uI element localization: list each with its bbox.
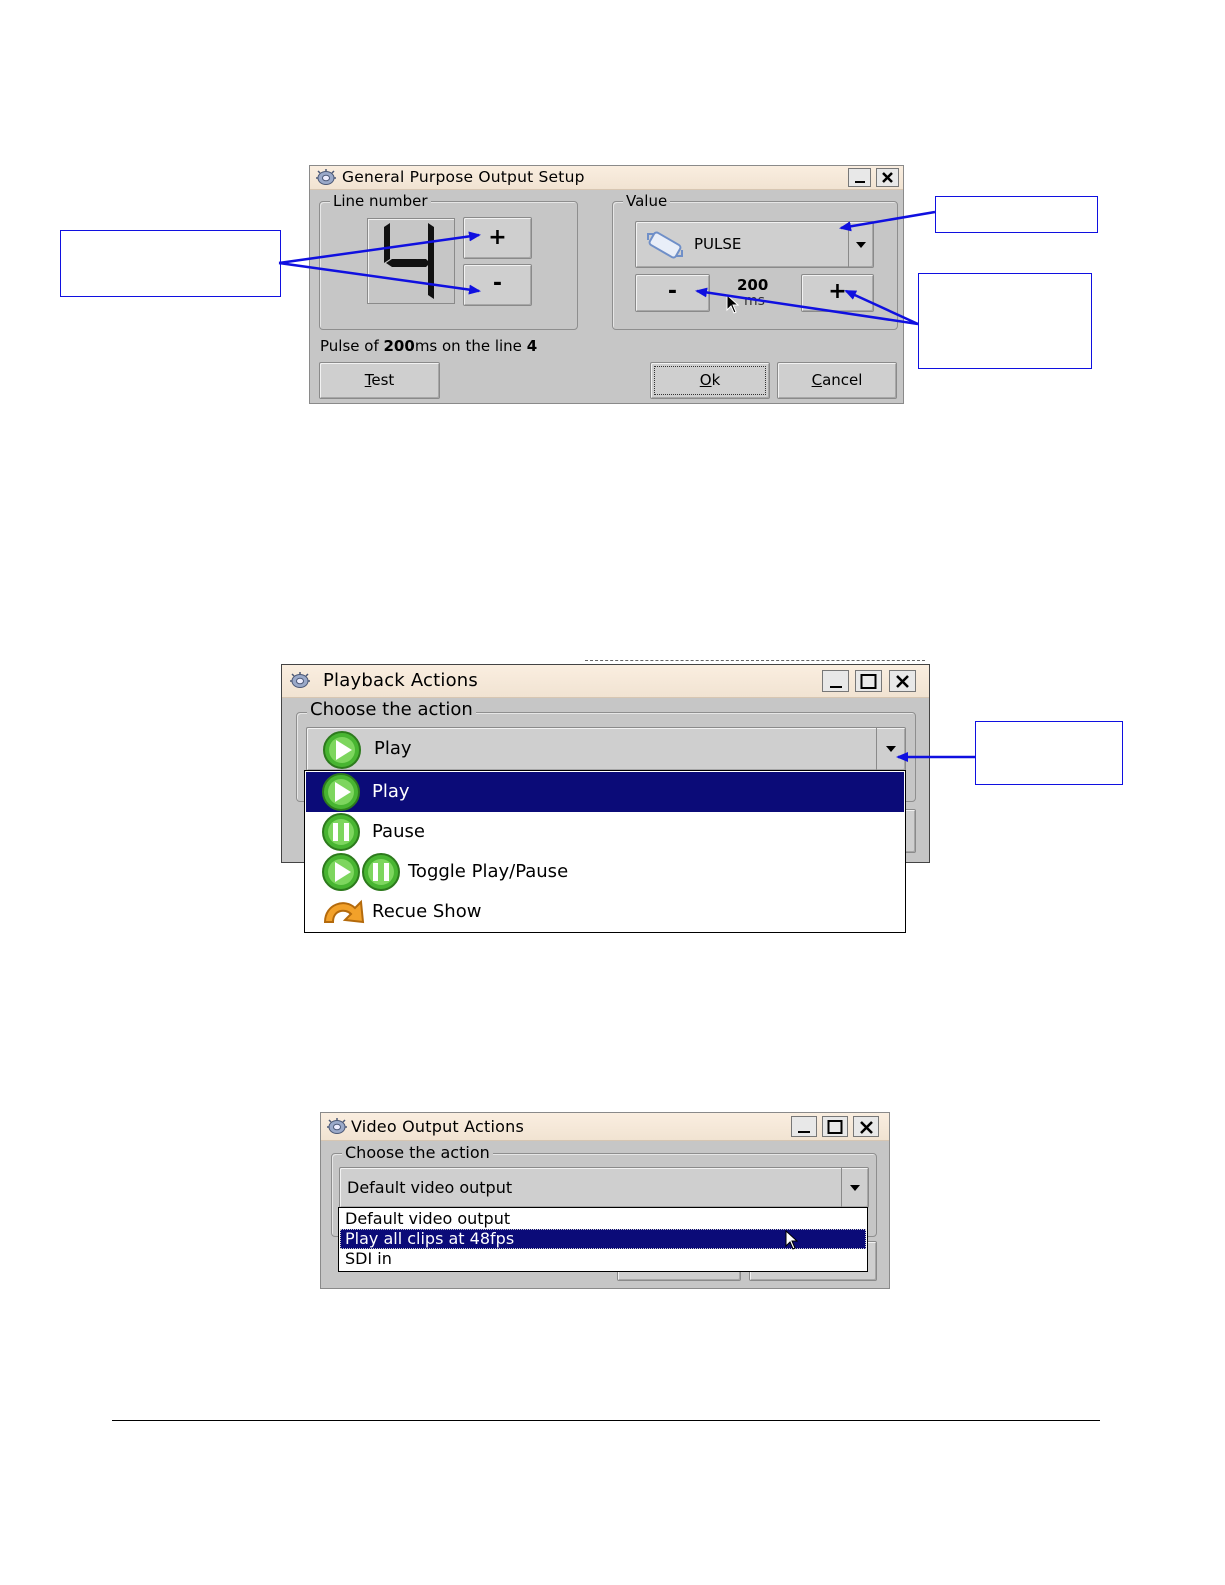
list-item-default-video-output[interactable]: Default video output: [340, 1209, 866, 1229]
minimize-button[interactable]: [848, 168, 871, 187]
list-item-pause[interactable]: Pause: [306, 812, 904, 852]
annotation-box-line-buttons: [60, 230, 281, 297]
minimize-button[interactable]: [822, 670, 849, 692]
mouse-pointer-icon: [726, 294, 740, 314]
minimize-icon: [829, 686, 842, 688]
toggle-play-pause-icon: [322, 853, 400, 891]
close-icon: [882, 172, 893, 183]
playback-action-combo[interactable]: Play: [306, 727, 906, 771]
close-button[interactable]: [853, 1116, 879, 1137]
value-amount: 200: [737, 276, 769, 294]
playback-title: Playback Actions: [323, 670, 478, 691]
annotation-box-playback-arrow: [975, 721, 1123, 785]
close-icon: [896, 675, 909, 688]
list-item-toggle-play-pause[interactable]: Toggle Play/Pause: [306, 852, 904, 892]
video-action-combo[interactable]: Default video output: [339, 1167, 869, 1208]
list-item-label: Play all clips at 48fps: [345, 1229, 515, 1248]
footer-rule: [112, 1420, 1100, 1421]
gpo-title: General Purpose Output Setup: [342, 168, 585, 186]
mouse-pointer-icon: [785, 1230, 799, 1250]
cancel-button[interactable]: Cancel: [777, 362, 897, 399]
minimize-icon: [854, 181, 865, 183]
value-combo[interactable]: PULSE: [635, 221, 874, 268]
video-title: Video Output Actions: [351, 1117, 525, 1136]
playback-combo-text: Play: [374, 738, 412, 759]
play-icon: [323, 731, 361, 769]
app-gear-icon: [327, 1118, 347, 1134]
close-button[interactable]: [876, 168, 899, 187]
list-item-label: Recue Show: [372, 901, 482, 922]
list-item-label: Play: [372, 781, 410, 802]
recue-icon: [323, 899, 365, 924]
minimize-icon: [798, 1131, 810, 1133]
value-group: Value PULSE - 200 ms +: [612, 192, 898, 330]
list-item-label: SDI in: [345, 1249, 392, 1268]
video-group-legend: Choose the action: [342, 1144, 493, 1162]
focus-ring: [654, 366, 766, 395]
minimize-button[interactable]: [791, 1116, 817, 1137]
maximize-button[interactable]: [855, 670, 882, 692]
chevron-down-icon: [886, 746, 896, 752]
ok-button[interactable]: Ok: [650, 362, 770, 399]
app-gear-icon: [290, 672, 310, 688]
video-action-list: Default video output Play all clips at 4…: [338, 1207, 868, 1272]
playback-group-legend: Choose the action: [307, 701, 476, 719]
annotation-box-value-buttons: [918, 273, 1092, 369]
line-number-legend: Line number: [330, 192, 431, 210]
chevron-down-icon: [856, 241, 866, 248]
value-combo-text: PULSE: [694, 235, 742, 253]
maximize-icon: [827, 1120, 843, 1134]
value-combo-arrow[interactable]: [848, 222, 873, 267]
close-button[interactable]: [889, 670, 916, 692]
arrow-to-value-plus: [844, 289, 919, 326]
value-legend: Value: [623, 192, 671, 210]
list-item-play-all-clips-48fps[interactable]: Play all clips at 48fps: [340, 1229, 866, 1250]
line-number-group: Line number + -: [319, 192, 578, 330]
maximize-button[interactable]: [822, 1116, 848, 1137]
value-unit: ms: [744, 293, 765, 309]
arrow-to-line-minus: [278, 261, 481, 295]
chevron-down-icon: [850, 1184, 860, 1191]
background-window-edge: [585, 660, 925, 665]
pulse-icon: [647, 231, 683, 259]
arrow-to-line-plus: [278, 231, 481, 265]
list-item-label: Default video output: [345, 1209, 511, 1228]
arrow-to-value-combo: [839, 210, 936, 232]
list-item-recue-show[interactable]: Recue Show: [306, 892, 904, 932]
list-item-play[interactable]: Play: [306, 772, 904, 812]
gpo-titlebar[interactable]: General Purpose Output Setup: [310, 166, 903, 190]
playback-action-list: Play Pause Toggle Play/Pause Recue Show: [304, 770, 906, 933]
video-combo-text: Default video output: [347, 1178, 513, 1197]
play-icon: [322, 773, 360, 811]
playback-combo-arrow[interactable]: [876, 728, 905, 770]
pause-icon: [322, 813, 360, 851]
test-button[interactable]: Test: [319, 362, 440, 399]
close-icon: [859, 1121, 873, 1134]
annotation-box-value-combo: [935, 196, 1098, 233]
maximize-icon: [860, 674, 877, 689]
video-combo-arrow[interactable]: [841, 1168, 868, 1207]
gpo-dialog: General Purpose Output Setup Line number…: [309, 165, 904, 404]
arrow-to-value-minus: [695, 287, 919, 326]
video-titlebar[interactable]: Video Output Actions: [321, 1113, 889, 1141]
playback-titlebar[interactable]: Playback Actions: [282, 665, 929, 698]
status-text: Pulse of 200ms on the line 4: [320, 337, 538, 355]
list-item-sdi-in[interactable]: SDI in: [340, 1249, 866, 1269]
app-gear-icon: [316, 169, 336, 185]
list-item-label: Toggle Play/Pause: [408, 861, 569, 882]
list-item-label: Pause: [372, 821, 425, 842]
